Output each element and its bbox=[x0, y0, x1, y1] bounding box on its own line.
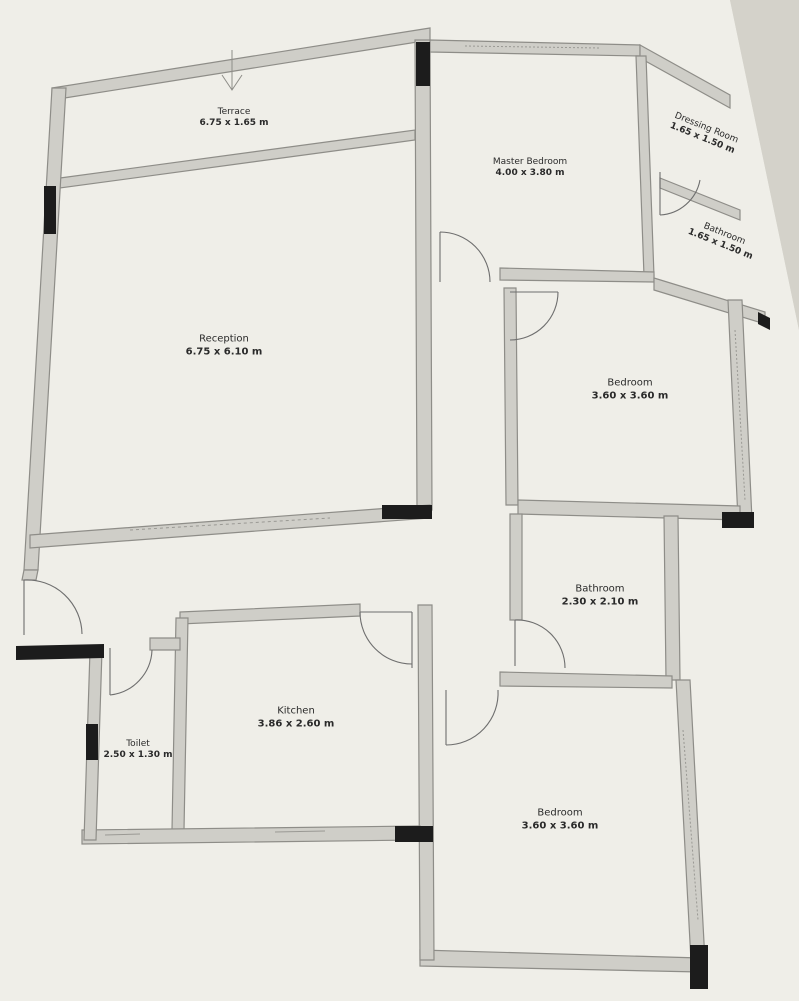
room-dimensions: 2.30 x 2.10 m bbox=[561, 596, 639, 607]
door-dressing-room[interactable] bbox=[659, 172, 701, 216]
room-reception: Reception 6.75 x 6.10 m bbox=[186, 334, 263, 359]
room-toilet: Toilet 2.50 x 1.30 m bbox=[104, 739, 173, 762]
window-toilet-bottom bbox=[104, 833, 141, 836]
paper-edge-shadow bbox=[730, 0, 799, 330]
room-dimensions: 3.60 x 3.60 m bbox=[521, 820, 599, 831]
door-toilet[interactable] bbox=[109, 648, 153, 696]
wall-bath2-bottom bbox=[499, 671, 673, 689]
room-name: Toilet bbox=[126, 738, 150, 749]
column-bedroom1-bottom-right bbox=[722, 512, 754, 528]
wall-entrance-stub bbox=[21, 569, 39, 581]
column-entrance bbox=[16, 644, 104, 660]
room-bedroom-2: Bedroom 3.60 x 3.60 m bbox=[522, 808, 599, 833]
door-master-bedroom[interactable] bbox=[439, 231, 491, 283]
column-bedroom2-bottom-right bbox=[690, 945, 708, 989]
column-reception-left bbox=[44, 186, 56, 234]
room-dimensions: 3.86 x 2.60 m bbox=[257, 718, 335, 729]
room-kitchen: Kitchen 3.86 x 2.60 m bbox=[258, 706, 335, 731]
column-toilet-left bbox=[86, 724, 98, 760]
wall-bedroom2-left bbox=[417, 604, 435, 961]
room-dimensions: 6.75 x 1.65 m bbox=[199, 118, 269, 128]
window-bedroom1-right bbox=[734, 329, 746, 501]
room-bathroom-2: Bathroom 2.30 x 2.10 m bbox=[562, 584, 639, 609]
room-name: Bathroom bbox=[575, 583, 625, 595]
room-dimensions: 3.60 x 3.60 m bbox=[591, 390, 669, 401]
room-name: Kitchen bbox=[277, 705, 315, 717]
wall-bath2-right bbox=[663, 515, 681, 681]
door-kitchen[interactable] bbox=[359, 611, 413, 668]
room-name: Bedroom bbox=[537, 807, 583, 819]
room-terrace: Terrace 6.75 x 1.65 m bbox=[200, 107, 269, 130]
door-bathroom2[interactable] bbox=[514, 619, 566, 669]
wall-toilet-top bbox=[149, 637, 181, 651]
room-name: Reception bbox=[199, 333, 249, 345]
room-master-bedroom: Master Bedroom 4.00 x 3.80 m bbox=[493, 157, 567, 180]
room-name: Bedroom bbox=[607, 377, 653, 389]
wall-reception-right bbox=[414, 39, 433, 511]
room-bedroom-1: Bedroom 3.60 x 3.60 m bbox=[592, 378, 669, 403]
room-dimensions: 2.50 x 1.30 m bbox=[103, 750, 173, 760]
column-reception-bottom-right bbox=[382, 505, 432, 519]
wall-bath2-left bbox=[509, 513, 523, 621]
room-dimensions: 6.75 x 6.10 m bbox=[185, 346, 263, 357]
door-bedroom2[interactable] bbox=[445, 689, 499, 746]
wall-upper-right-top bbox=[639, 43, 731, 110]
column-upper-right bbox=[758, 312, 770, 330]
window-kitchen-bottom bbox=[274, 830, 326, 833]
window-master-top bbox=[464, 45, 601, 49]
door-main-entrance[interactable] bbox=[23, 579, 83, 635]
room-name: Terrace bbox=[217, 106, 251, 117]
room-dimensions: 4.00 x 3.80 m bbox=[495, 168, 565, 178]
door-bedroom1[interactable] bbox=[509, 291, 559, 341]
column-kitchen-bottom-right bbox=[395, 826, 433, 842]
room-name: Master Bedroom bbox=[492, 156, 568, 167]
wall-bedroom1-left bbox=[503, 287, 519, 506]
column-reception-top-right bbox=[416, 42, 430, 86]
terrace-drain-head bbox=[221, 74, 243, 91]
